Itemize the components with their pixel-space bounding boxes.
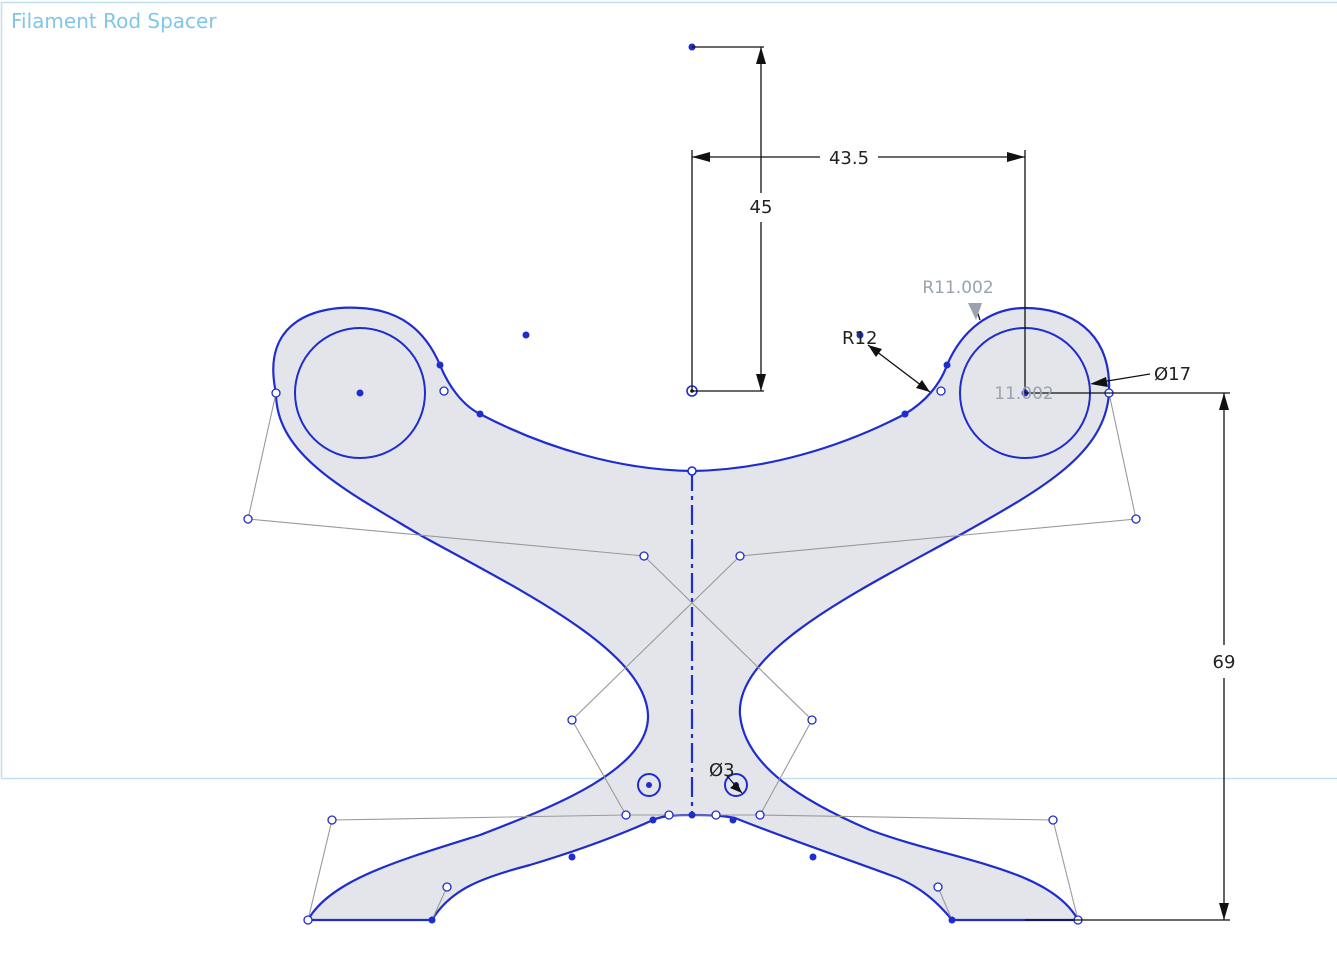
dim-arc-radius[interactable]: R11.002: [922, 278, 993, 298]
dim-vertical-top[interactable]: 45: [750, 197, 773, 218]
dim-fillet-radius[interactable]: R12: [842, 328, 877, 349]
dimension-arrowheads: [692, 47, 1229, 920]
arc-radius-marker: [968, 303, 982, 320]
midpoint-marker[interactable]: [687, 466, 697, 476]
spline-control-points[interactable]: [243, 386, 1141, 925]
dim-horizontal-top[interactable]: 43.5: [829, 148, 869, 169]
small-hole-left-center: [646, 782, 652, 788]
control-line-foot-left: [431, 886, 448, 921]
small-hole-left[interactable]: [637, 773, 661, 797]
dim-arc-radius-secondary: 11.002: [994, 384, 1053, 404]
control-line-foot-right: [937, 886, 953, 921]
dim-hole-diameter[interactable]: Ø17: [1154, 364, 1191, 385]
small-hole-right[interactable]: [724, 773, 748, 797]
dim-right-height[interactable]: 69: [1213, 652, 1236, 673]
dim-small-hole-diameter[interactable]: Ø3: [709, 760, 735, 781]
sketch-plane-title: Filament Rod Spacer: [11, 9, 217, 33]
